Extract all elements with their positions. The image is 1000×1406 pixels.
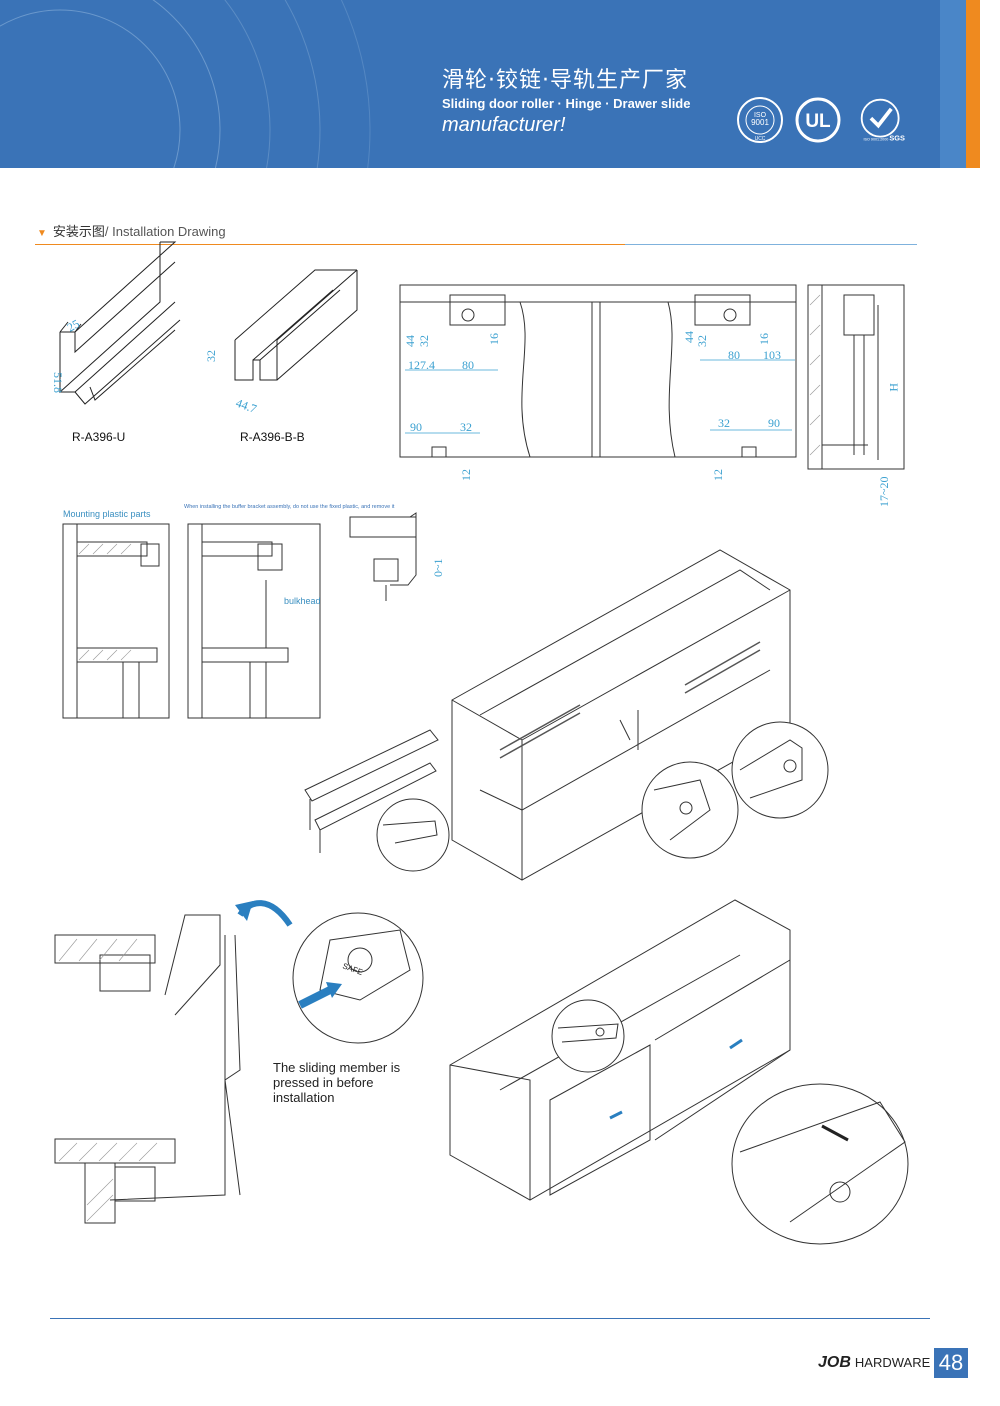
elev-d32-left: 32 xyxy=(417,335,431,347)
elev-d44-left: 44 xyxy=(403,335,417,347)
profile-bb-dim-h: 32 xyxy=(204,350,218,362)
detail-circle-large xyxy=(731,1083,909,1245)
mounting-diagram-2: When installing the buffer bracket assem… xyxy=(184,504,395,719)
sgs-cert-icon: ISO 9001:2000 SGS xyxy=(860,98,905,142)
detail-circle-c xyxy=(731,721,829,819)
header-stripe-orange xyxy=(966,0,980,168)
elev-d90-left: 90 xyxy=(410,420,422,434)
triangle-icon: ▼ xyxy=(37,228,47,239)
ul-text: UL xyxy=(805,111,831,132)
press-detail-circle: SAFE xyxy=(292,912,424,1044)
mount-label-2: When installing the buffer bracket assem… xyxy=(184,504,395,510)
elevation-drawing: 44 32 16 127.4 80 90 32 12 44 32 16 80 1… xyxy=(399,284,797,481)
brand-logo: JOB xyxy=(818,1354,851,1371)
ul-cert-icon: UL xyxy=(795,97,841,143)
profile-bb-dim-w: 44.7 xyxy=(234,396,259,416)
cabinet-iso-upper xyxy=(451,549,791,881)
profile-u-drawing: 25 51.8 xyxy=(51,241,181,405)
elev-d80-left: 80 xyxy=(462,358,474,372)
press-arrow-icon xyxy=(298,986,332,1009)
mounting-diagram-1: Mounting plastic parts xyxy=(62,509,170,719)
header-title-cn: 滑轮·铰链·导轨生产厂家 xyxy=(442,68,688,93)
section-rule-orange xyxy=(35,244,625,245)
double-arrow-icon xyxy=(821,1124,849,1142)
iso-top-text: ISO xyxy=(754,112,767,119)
iso-bottom-text: UCC xyxy=(755,136,766,142)
profile-u-name: R-A396-U xyxy=(72,430,126,444)
brand-name: HARDWARE xyxy=(854,1355,931,1370)
elev-d80-right: 80 xyxy=(728,348,740,362)
footer-rule xyxy=(50,1318,930,1319)
elev-d16-right: 16 xyxy=(757,333,771,345)
iso-cert-icon: ISO 9001 UCC xyxy=(737,97,783,143)
detail-circle-a xyxy=(376,798,450,872)
side-dim-1720: 17~20 xyxy=(877,477,891,508)
header-title-en: Sliding door roller · Hinge · Drawer sli… xyxy=(442,96,691,111)
sgs-iso-text: ISO 9001:2000 xyxy=(864,137,889,141)
iso-num-text: 9001 xyxy=(751,118,769,127)
detail-gap-drawing: 0~1 xyxy=(349,512,445,601)
elev-d12-left: 12 xyxy=(459,469,473,481)
elev-d16-left: 16 xyxy=(487,333,501,345)
section-title: ▼ 安装示图/ Installation Drawing xyxy=(37,221,226,240)
elev-d32-right: 32 xyxy=(695,335,709,347)
section-title-cn: 安装示图 xyxy=(52,225,105,240)
elev-d1274: 127.4 xyxy=(408,358,435,372)
side-dim-h: H xyxy=(887,383,901,392)
side-section-drawing: H 17~20 xyxy=(807,284,905,508)
sgs-text: SGS xyxy=(889,133,905,142)
detail-dim-01: 0~1 xyxy=(431,559,445,578)
door-arrow-left-icon xyxy=(609,1110,623,1120)
profile-u-dim-h: 51.8 xyxy=(51,372,65,393)
elev-d90-right: 90 xyxy=(768,416,780,430)
elev-d32-bottom-left: 32 xyxy=(460,420,472,434)
elev-d44-right: 44 xyxy=(682,331,696,343)
mount-label-1: Mounting plastic parts xyxy=(63,509,151,519)
profile-bb-name: R-A396-B-B xyxy=(240,430,305,444)
page-header: 滑轮·铰链·导轨生产厂家 Sliding door roller · Hinge… xyxy=(0,0,1000,168)
detail-circle-b xyxy=(641,761,739,859)
large-section-drawing xyxy=(54,900,293,1224)
install-note: The sliding member is pressed in before … xyxy=(273,1060,401,1105)
profile-bb-drawing: 32 44.7 xyxy=(204,269,358,416)
detail-circle-d xyxy=(551,999,625,1073)
header-stripe-blue xyxy=(940,0,966,168)
page-number: 48 xyxy=(934,1348,968,1378)
elev-d103: 103 xyxy=(763,348,781,362)
door-arrow-right-icon xyxy=(729,1038,743,1050)
elev-d12-right: 12 xyxy=(711,469,725,481)
bulkhead-label: bulkhead xyxy=(284,596,321,606)
elev-d32-bottom-right: 32 xyxy=(718,416,730,430)
curved-arrow-head-icon xyxy=(235,901,253,921)
header-stripe-white xyxy=(980,0,1000,168)
header-title-en2: manufacturer! xyxy=(442,114,566,136)
slide-assembly-drawing xyxy=(304,729,439,853)
section-rule-blue xyxy=(625,244,917,245)
decor-circles xyxy=(0,0,371,168)
section-title-en: / Installation Drawing xyxy=(104,224,226,239)
